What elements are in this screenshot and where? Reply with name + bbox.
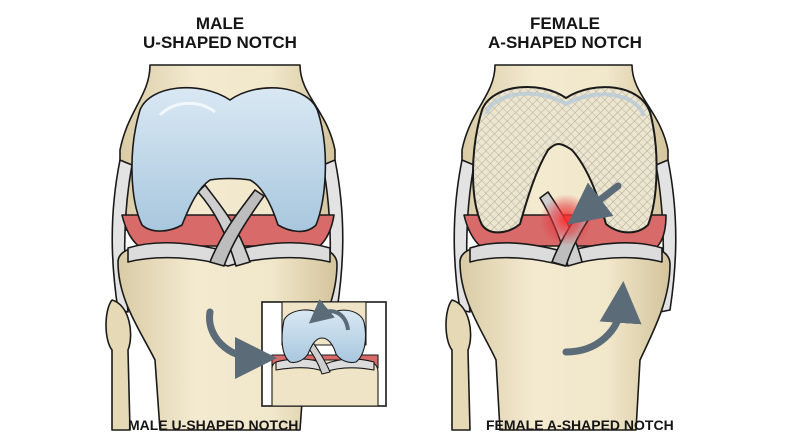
male-cartilage — [131, 86, 327, 233]
female-title: FEMALE A-SHAPED NOTCH — [455, 14, 675, 52]
male-collateral-left — [111, 159, 133, 313]
male-title-line2: U-SHAPED NOTCH — [143, 33, 297, 52]
inset-curved-arrow-icon — [308, 299, 350, 331]
zoom-inset — [261, 299, 387, 407]
male-acl — [197, 184, 251, 267]
female-title-line2: A-SHAPED NOTCH — [488, 33, 642, 52]
male-title: MALE U-SHAPED NOTCH — [110, 14, 330, 52]
female-stress-highlight — [540, 194, 592, 246]
male-fibula — [105, 299, 132, 431]
female-collateral-left — [453, 159, 475, 313]
male-title-line1: MALE — [195, 14, 245, 33]
female-tibia — [459, 245, 671, 431]
female-curved-arrow-icon — [562, 281, 642, 356]
male-pcl — [209, 189, 265, 267]
female-fibula — [445, 299, 472, 431]
male-cartilage-highlight — [158, 101, 216, 117]
female-caption: FEMALE A-SHAPED NOTCH — [486, 417, 674, 433]
female-pointer-arrow-icon — [567, 182, 622, 225]
male-caption: MALE U-SHAPED NOTCH — [128, 417, 299, 433]
female-knee — [445, 64, 677, 431]
male-curved-arrow-icon — [206, 308, 277, 379]
female-title-line1: FEMALE — [530, 14, 600, 33]
female-cartilage-edge — [484, 91, 646, 117]
